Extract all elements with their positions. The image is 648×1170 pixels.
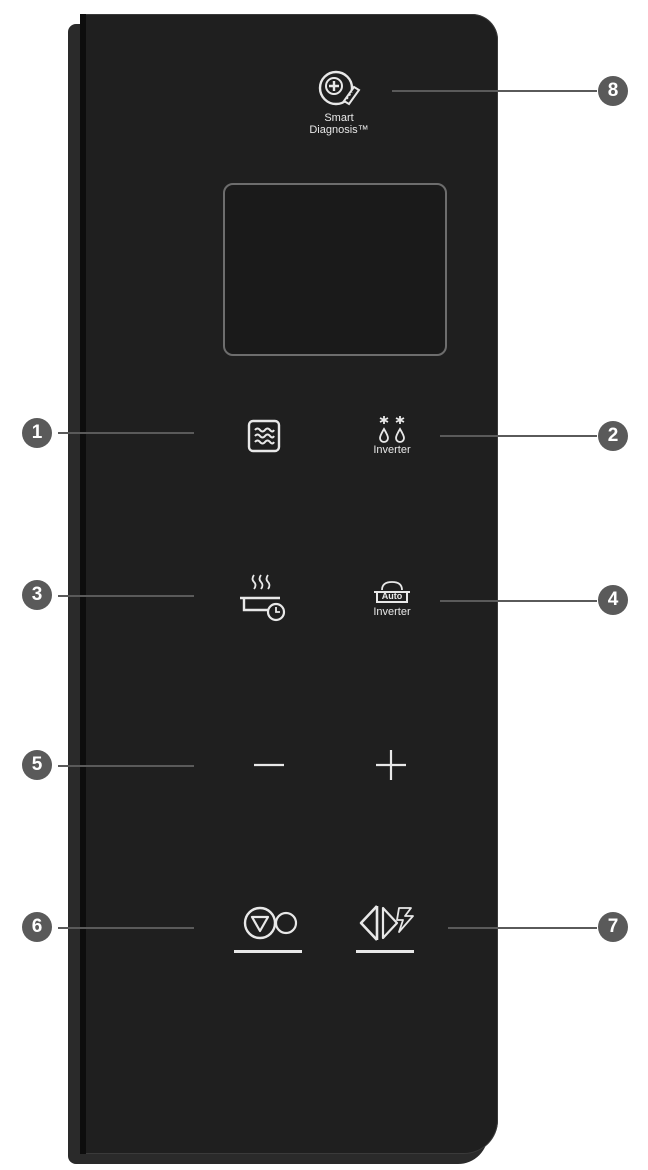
leader-line-5: [58, 765, 194, 767]
stop-underline: [234, 950, 302, 953]
smart-diagnosis-icon: [318, 70, 361, 106]
smart-diagnosis-label-line2: Diagnosis™: [309, 124, 369, 136]
plus-button[interactable]: [374, 748, 408, 782]
start-icon: [359, 905, 414, 941]
plus-icon: [376, 750, 406, 780]
defrost-icon: [379, 416, 405, 443]
leader-line-1: [58, 432, 194, 434]
callout-2: 2: [598, 421, 628, 451]
callout-6: 6: [22, 912, 52, 942]
display-screen: [223, 183, 447, 356]
auto-text: Auto: [381, 591, 403, 601]
inverter-defrost-button[interactable]: Inverter: [364, 414, 420, 456]
callout-8: 8: [598, 76, 628, 106]
callout-5: 5: [22, 750, 52, 780]
smart-diagnosis-button[interactable]: Smart Diagnosis™: [304, 68, 374, 136]
leader-line-2: [440, 435, 597, 437]
inverter-defrost-label: Inverter: [373, 444, 411, 456]
auto-inverter-button[interactable]: Auto Inverter: [364, 580, 420, 618]
start-button[interactable]: [355, 902, 417, 944]
leader-line-7: [448, 927, 597, 929]
auto-inverter-label: Inverter: [373, 606, 411, 618]
minus-icon: [254, 763, 284, 767]
leader-line-3: [58, 595, 194, 597]
leader-line-8: [392, 90, 597, 92]
callout-3: 3: [22, 580, 52, 610]
panel-edge: [80, 14, 86, 1154]
callout-1: 1: [22, 418, 52, 448]
leader-line-4: [440, 600, 597, 602]
stop-clear-icon: [243, 906, 298, 940]
callout-4: 4: [598, 585, 628, 615]
stop-clear-button[interactable]: [240, 903, 298, 943]
steam-cook-timer-icon: [240, 574, 286, 622]
microwave-waves-icon: [247, 419, 281, 453]
steam-timer-button[interactable]: [238, 572, 288, 622]
microwave-button[interactable]: [246, 418, 282, 454]
auto-cook-icon: Auto: [370, 580, 414, 606]
callout-7: 7: [598, 912, 628, 942]
leader-line-6: [58, 927, 194, 929]
smart-diagnosis-label-line1: Smart: [324, 112, 354, 124]
minus-button[interactable]: [252, 750, 286, 780]
start-underline: [356, 950, 414, 953]
